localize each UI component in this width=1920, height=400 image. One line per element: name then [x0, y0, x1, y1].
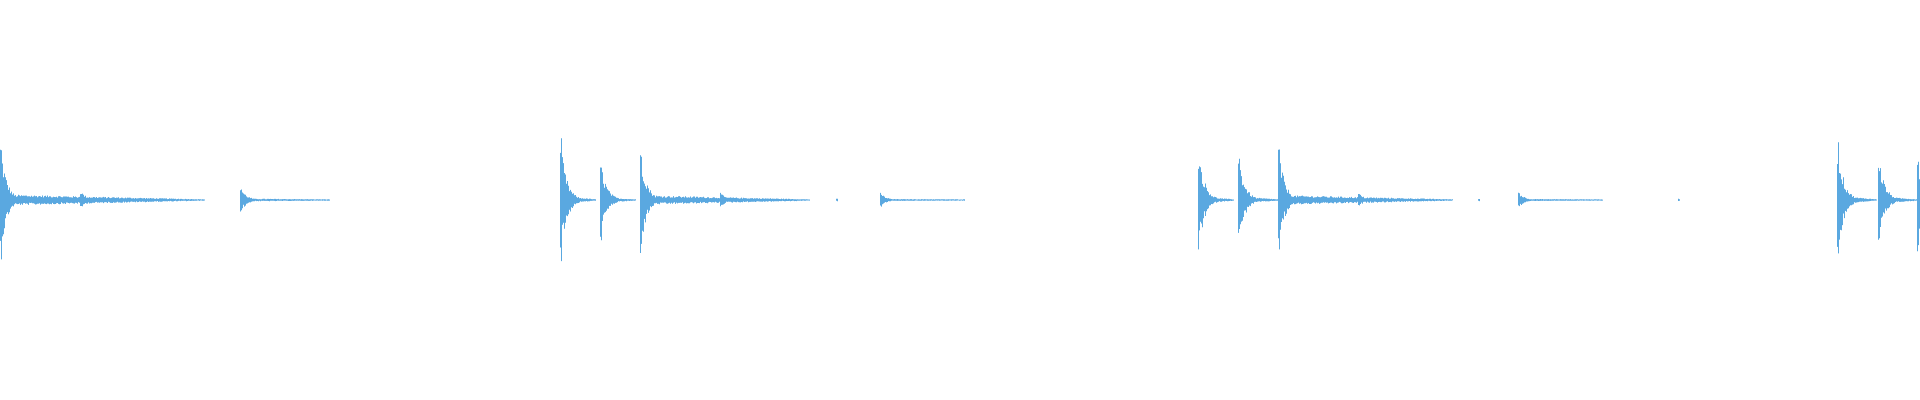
waveform-path	[0, 138, 1920, 262]
waveform-trace	[0, 138, 1920, 262]
